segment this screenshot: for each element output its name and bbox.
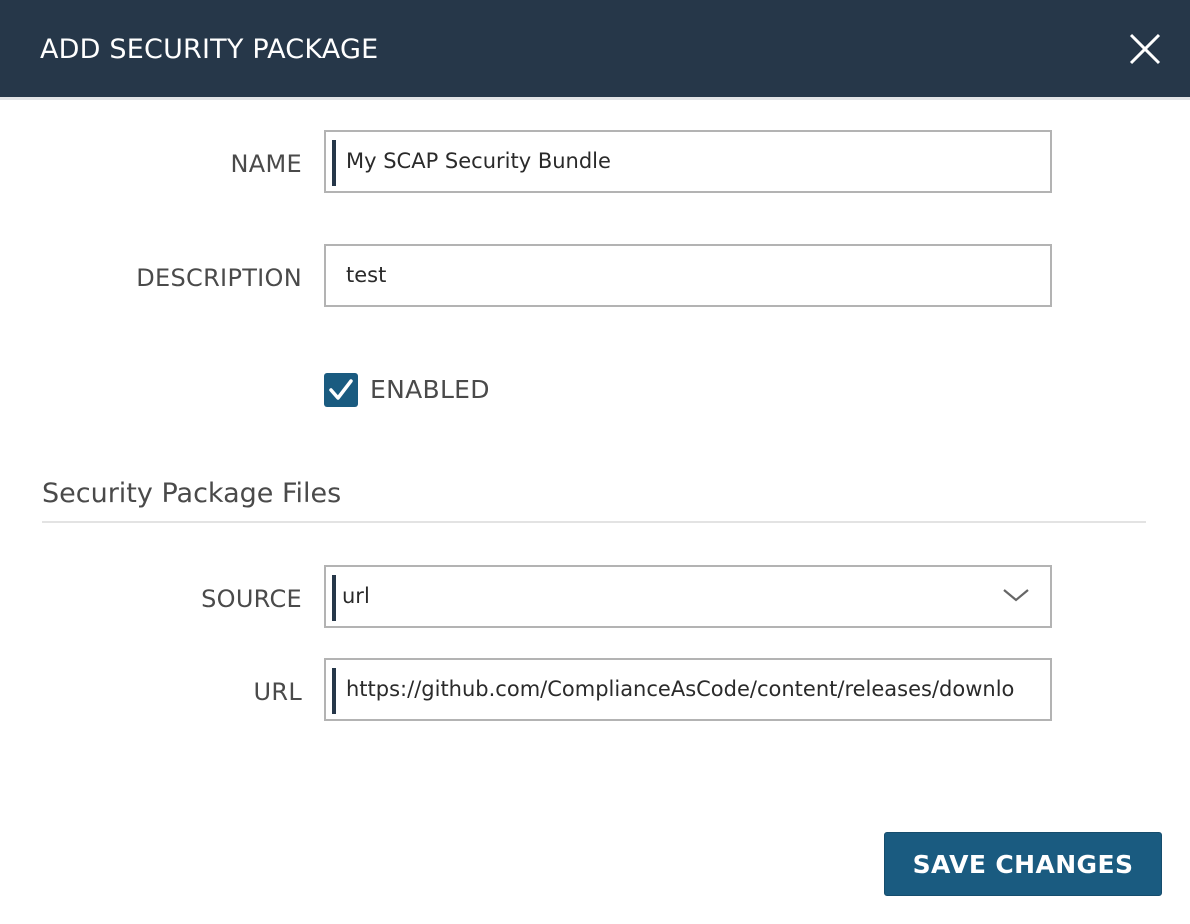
name-input[interactable]: My SCAP Security Bundle: [324, 130, 1052, 193]
text-caret: [332, 140, 336, 186]
chevron-down-icon: [1003, 589, 1029, 602]
close-icon: [1129, 33, 1161, 65]
enabled-label: ENABLED: [370, 375, 490, 404]
description-value: test: [346, 263, 387, 287]
name-value: My SCAP Security Bundle: [346, 149, 611, 173]
url-value: https://github.com/ComplianceAsCode/cont…: [346, 677, 1015, 701]
checkmark-icon: [329, 379, 353, 400]
text-caret: [332, 668, 336, 714]
save-changes-button[interactable]: SAVE CHANGES: [884, 832, 1162, 896]
name-label: NAME: [230, 150, 302, 178]
section-divider: [42, 521, 1146, 523]
source-label: SOURCE: [201, 585, 302, 613]
url-input[interactable]: https://github.com/ComplianceAsCode/cont…: [324, 658, 1052, 721]
description-label: DESCRIPTION: [136, 264, 302, 292]
dialog-title: ADD SECURITY PACKAGE: [40, 34, 379, 65]
enabled-checkbox[interactable]: [324, 373, 358, 407]
text-caret: [332, 575, 336, 621]
url-label: URL: [253, 678, 302, 706]
source-value: url: [342, 584, 370, 608]
description-input[interactable]: test: [324, 244, 1052, 307]
source-select[interactable]: url: [324, 565, 1052, 628]
dialog-header: ADD SECURITY PACKAGE: [0, 0, 1190, 97]
header-divider: [0, 97, 1190, 100]
close-button[interactable]: [1123, 27, 1167, 71]
section-title: Security Package Files: [42, 478, 342, 509]
